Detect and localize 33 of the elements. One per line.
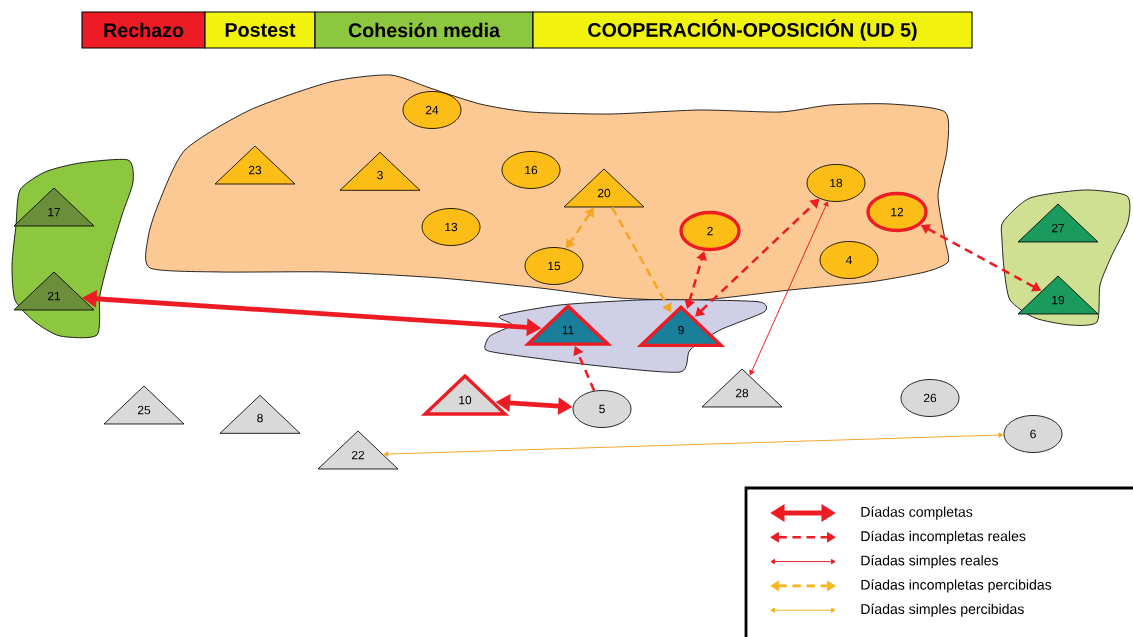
triangle-node: 25 [103, 385, 185, 425]
header-box: Cohesión media [314, 11, 534, 49]
triangle-node: 8 [219, 394, 301, 434]
circle-node: 24 [402, 91, 462, 129]
header-box: COOPERACIÓN-OPOSICIÓN (UD 5) [532, 11, 973, 49]
circle-node: 6 [1003, 415, 1063, 453]
triangle-node: 21 [13, 271, 95, 311]
legend-text: Díadas simples reales [861, 554, 999, 569]
arrow [383, 432, 1004, 457]
circle-node: 12 [866, 191, 928, 233]
triangle-node: 17 [13, 187, 95, 227]
legend-text: Díadas incompletas reales [861, 530, 1026, 544]
triangle-node: 3 [339, 151, 421, 191]
circle-node: 16 [501, 151, 561, 189]
circle-node: 4 [819, 241, 879, 279]
circle-node: 5 [572, 390, 632, 428]
triangle-node: 20 [563, 168, 645, 208]
header-box: Rechazo [81, 11, 206, 49]
triangle-node: 28 [701, 368, 783, 408]
triangle-node: 27 [1017, 203, 1099, 243]
circle-node: 2 [679, 210, 741, 252]
circle-node: 15 [524, 247, 584, 285]
legend-text: Díadas incompletas percibidas [861, 579, 1052, 593]
header-box: Postest [204, 11, 316, 49]
circle-node: 26 [900, 379, 960, 417]
arrow [749, 201, 829, 376]
triangle-node: 19 [1017, 275, 1099, 315]
legend-text: Díadas simples percibidas [861, 603, 1024, 617]
legend-text: Díadas completas [861, 506, 973, 520]
triangle-node: 22 [317, 430, 399, 470]
circle-node: 18 [806, 164, 866, 202]
circle-node: 13 [421, 208, 481, 246]
triangle-node: 23 [214, 145, 296, 185]
